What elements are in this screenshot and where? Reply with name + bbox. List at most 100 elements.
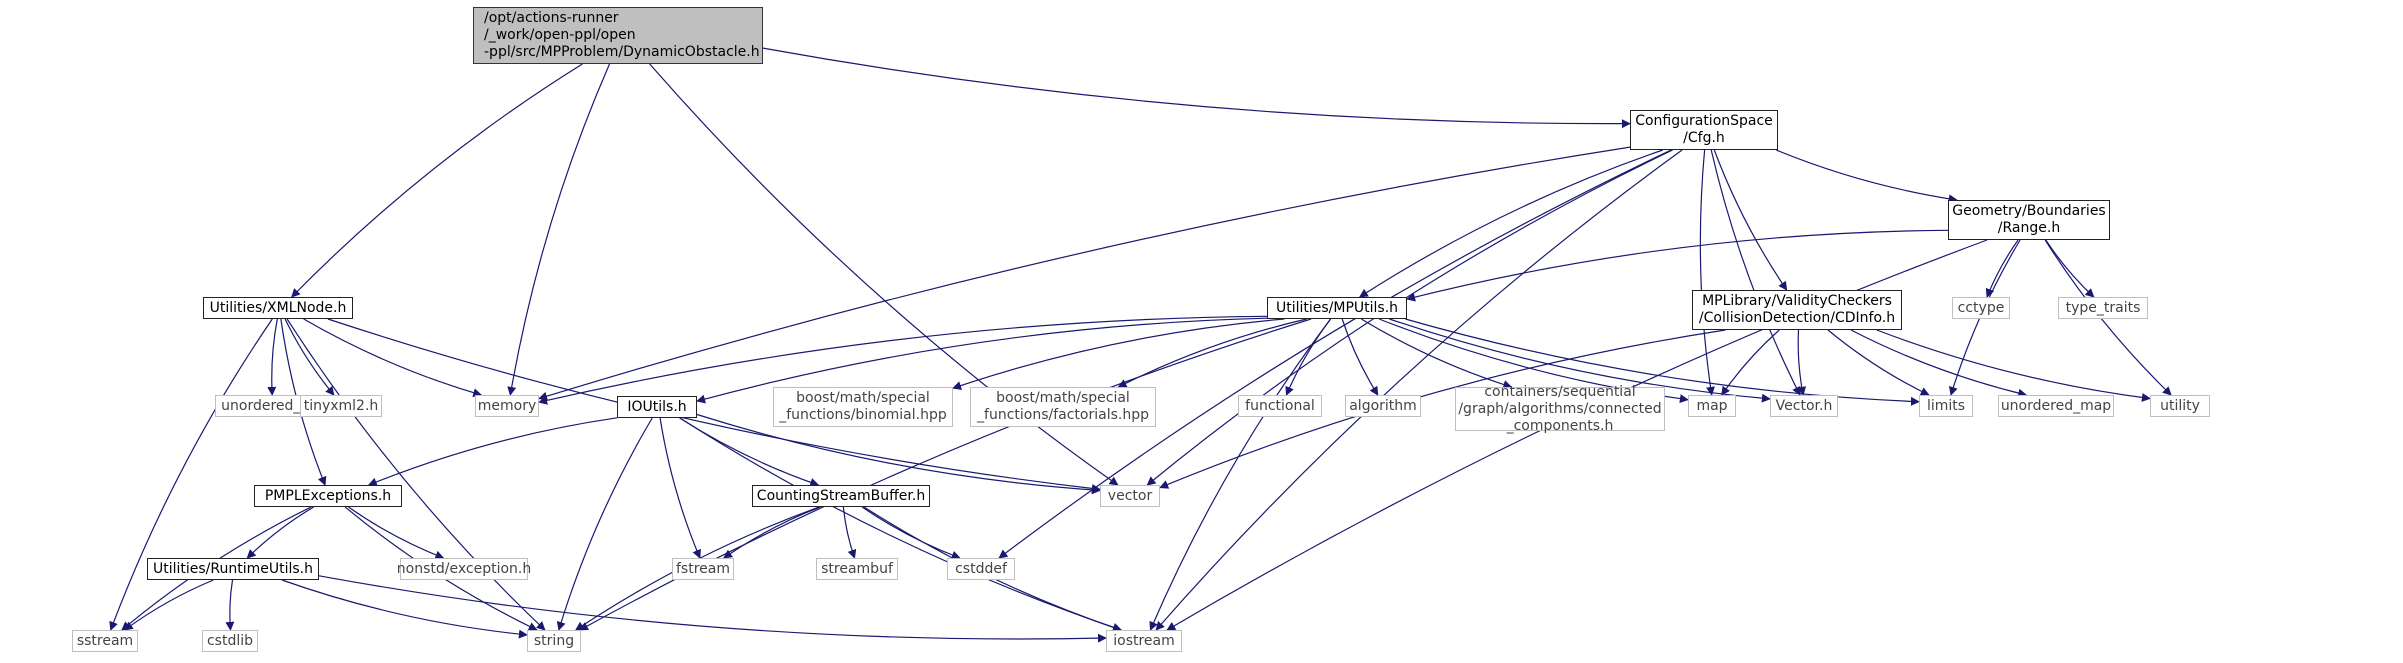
edge-root-to-vector [649,63,1119,486]
edge-mputils-to-cc [1360,318,1513,389]
edge-pmplexc-to-runtime [246,506,315,559]
node-cdinfo[interactable]: MPLibrary/ValidityCheckers/CollisionDete… [1692,290,1902,330]
node-limits: limits [1919,395,1973,417]
edge-cdinfo-to-map [1721,329,1780,396]
edge-cfg-to-iostream [1155,149,1683,631]
node-label-line: /CollisionDetection/CDInfo.h [1698,310,1896,326]
edge-mputils-to-limits [1405,318,1920,406]
node-tinyxml2: tinyxml2.h [300,395,382,417]
edge-xmlnode-to-memory [303,318,483,398]
node-label-line: unordered_set [221,397,322,414]
edge-runtime-to-string [281,579,528,639]
node-label-line: PMPLExceptions.h [264,487,392,504]
node-label-line: cstddef [955,560,1007,577]
node-label-line: algorithm [1349,397,1417,414]
edge-cfg-to-range [1775,149,1958,204]
node-label-line: unordered_map [2000,397,2112,414]
node-ioutils[interactable]: IOUtils.h [617,396,697,418]
node-factorials: boost/math/special_functions/factorials.… [970,387,1156,427]
node-fstream: fstream [672,558,734,580]
node-cstdlib: cstdlib [202,630,258,652]
node-label-line: _functions/binomial.hpp [779,407,947,423]
node-xmlnode[interactable]: Utilities/XMLNode.h [203,297,353,319]
node-label-line: sstream [76,632,134,649]
node-csb[interactable]: CountingStreamBuffer.h [752,485,930,507]
edge-range-to-mputils [1406,229,1949,302]
edge-mputils-to-binomial [952,318,1285,390]
edge-mputils-to-vectorh [1389,318,1771,403]
node-cstddef: cstddef [947,558,1015,580]
node-label-line: CountingStreamBuffer.h [756,487,926,504]
edge-mputils-to-string [579,318,1312,631]
node-label-line: containers/sequential [1484,383,1636,400]
node-cfg[interactable]: ConfigurationSpace/Cfg.h [1630,110,1778,150]
node-pmplexc[interactable]: PMPLExceptions.h [254,485,402,507]
node-unordered-set: unordered_set [215,395,328,417]
edge-xmlnode-to-string [286,318,546,631]
node-range[interactable]: Geometry/Boundaries/Range.h [1948,200,2110,240]
node-algorithm: algorithm [1345,395,1421,417]
node-binomial: boost/math/special_functions/binomial.hp… [773,387,953,427]
edge-cdinfo-to-unordered_map [1850,329,2028,398]
edge-cfg-to-mputils [1358,149,1663,298]
node-unordered-map: unordered_map [1998,395,2114,417]
node-streambuf: streambuf [816,558,898,580]
edge-cdinfo-to-vector [1159,329,1726,489]
node-mputils[interactable]: Utilities/MPUtils.h [1267,297,1407,319]
node-root[interactable]: /opt/actions-runner/_work/open-ppl/open-… [473,7,763,64]
node-label-line: ConfigurationSpace [1635,113,1773,129]
node-runtime[interactable]: Utilities/RuntimeUtils.h [147,558,319,580]
edge-xmlnode-to-sstream [109,318,273,631]
edge-range-to-cctype [1985,239,2019,298]
node-label-line: Geometry/Boundaries [1952,203,2106,219]
edge-mputils-to-ioutils [696,317,1268,404]
node-label-line: cstdlib [206,632,254,649]
node-sstream: sstream [72,630,138,652]
edge-root-to-xmlnode [291,63,583,298]
edge-xmlnode-to-tinyxml2 [284,318,335,396]
node-label-line: iostream [1113,632,1175,649]
node-label-line: limits [1926,397,1966,414]
dependency-edges [109,47,2172,643]
edge-root-to-cfg [762,47,1631,129]
edge-runtime-to-cstdlib [225,579,235,631]
edge-csb-to-cstddef [861,506,961,560]
node-cc: containers/sequential/graph/algorithms/c… [1455,383,1665,434]
node-label-line: fstream [676,560,730,577]
edge-csb-to-fstream [723,506,821,559]
node-vector: vector [1100,485,1160,507]
node-cctype: cctype [1952,297,2010,319]
edge-cfg-to-vectorh [1710,149,1801,396]
node-label-line: functional [1245,397,1315,414]
node-label-line: streambuf [821,560,893,577]
edge-xmlnode-to-vector [327,318,1101,493]
node-label-line: boost/math/special [796,390,930,406]
edge-mputils-to-algorithm [1341,318,1379,396]
edge-cfg-to-cstddef [998,149,1672,559]
edge-cfg-to-memory [538,146,1631,401]
node-iostream: iostream [1106,630,1182,652]
node-functional: functional [1238,395,1322,417]
node-memory: memory [475,395,539,417]
edge-ioutils-to-vector [696,413,1101,495]
node-label-line: Vector.h [1775,397,1833,414]
edge-cfg-to-cdinfo [1713,149,1788,291]
node-label-line: /graph/algorithms/connected [1458,400,1662,417]
edge-ioutils-to-string [556,417,653,631]
node-label-line: string [533,632,575,649]
node-label-line: map [1696,397,1728,414]
edge-csb-to-streambuf [842,506,857,559]
node-label-line: type_traits [2065,299,2141,316]
edge-runtime-to-iostream [318,575,1107,643]
node-label-line: cctype [1957,299,2005,316]
node-string: string [527,630,581,652]
node-label-line: -ppl/src/MPProblem/DynamicObstacle.h [484,44,760,60]
edge-xmlnode-to-unordered_set [267,318,278,396]
node-label-line: /opt/actions-runner [484,10,619,26]
node-label-line: vector [1107,487,1153,504]
node-label-line: Utilities/MPUtils.h [1275,299,1399,316]
node-label-line: _functions/factorials.hpp [977,407,1149,423]
node-label-line: /Cfg.h [1683,130,1725,146]
edge-ioutils-to-iostream [679,417,1122,632]
node-label-line: tinyxml2.h [303,397,379,414]
